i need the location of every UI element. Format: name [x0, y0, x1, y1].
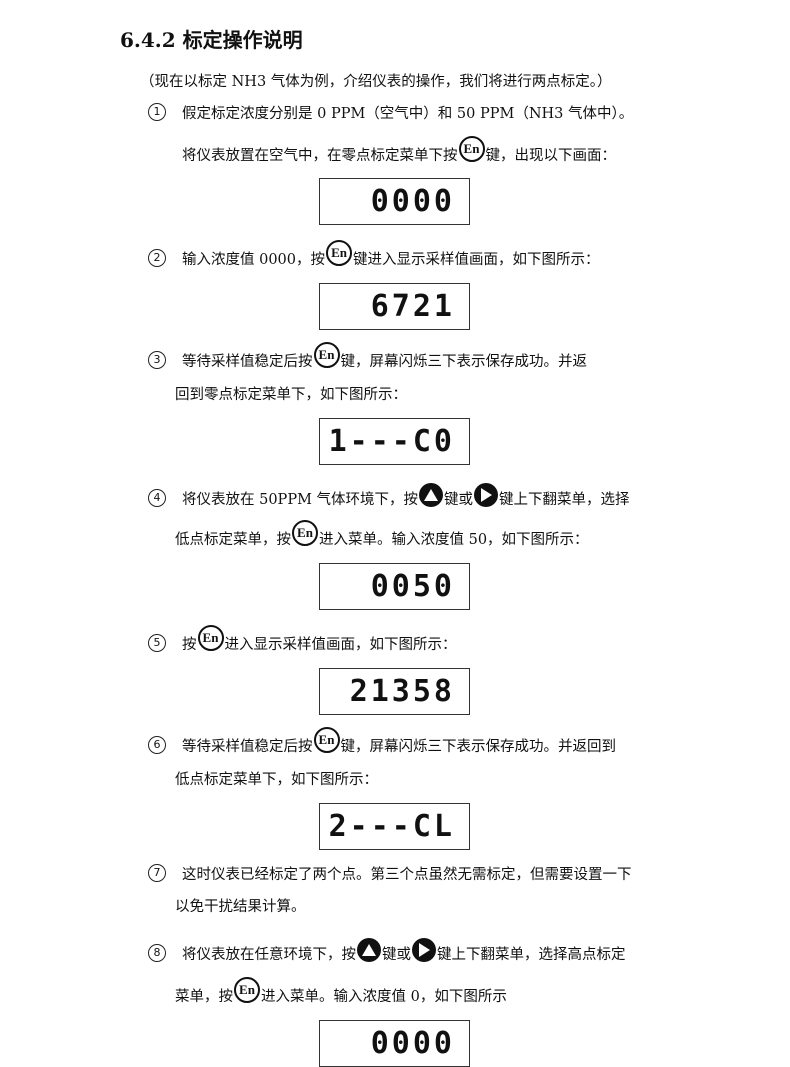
down-key-icon: [474, 483, 499, 507]
step-8: 8 将仪表放在任意环境下，按 键或 键上下翻菜单，选择高点标定: [148, 938, 626, 967]
text: 进入菜单。输入浓度值 0，如下图所示: [261, 988, 507, 1005]
lcd-display: 21358: [319, 668, 470, 715]
paragraph-line: 回到零点标定菜单下，如下图所示：: [175, 379, 407, 407]
text: 按: [182, 636, 197, 653]
text: 键上下翻菜单，选择: [499, 491, 630, 508]
en-key-icon: En: [234, 977, 260, 1003]
down-key-icon: [412, 938, 436, 962]
text: 键进入显示采样值画面，如下图所示：: [353, 251, 600, 268]
text: 进入菜单。输入浓度值 50，如下图所示：: [319, 531, 589, 548]
text: 等待采样值稳定后按: [182, 353, 313, 370]
step-number: 8: [148, 944, 166, 962]
step-1: 1 假定标定浓度分别是 0 PPM（空气中）和 50 PPM（NH3 气体中）。: [148, 98, 633, 126]
step-number: 2: [148, 249, 166, 267]
lcd-value: 1---C0: [328, 424, 455, 459]
text: 键或: [382, 946, 411, 963]
text: 将仪表放在 50PPM 气体环境下，按: [182, 491, 419, 508]
text: 低点标定菜单下，如下图所示：: [175, 771, 378, 788]
text: 输入浓度值 0000，按: [182, 251, 326, 268]
up-key-icon: [357, 938, 381, 962]
text: 假定标定浓度分别是 0 PPM（空气中）和 50 PPM（NH3 气体中）。: [182, 105, 634, 122]
section-title: 6.4.2 标定操作说明: [120, 28, 303, 52]
lcd-display: 0000: [319, 1020, 470, 1067]
lcd-value: 21358: [349, 674, 455, 709]
up-key-icon: [419, 483, 444, 507]
text: 回到零点标定菜单下，如下图所示：: [175, 386, 407, 403]
step-number: 3: [148, 351, 166, 369]
en-key-icon: En: [326, 240, 353, 266]
lcd-value: 0000: [370, 184, 455, 219]
step-number: 5: [148, 634, 166, 652]
en-key-icon: En: [197, 625, 224, 651]
lcd-value: 0050: [370, 569, 455, 604]
en-key-icon: En: [313, 342, 340, 368]
text: 将仪表放在任意环境下，按: [182, 946, 356, 963]
step-7: 7 这时仪表已经标定了两个点。第三个点虽然无需标定，但需要设置一下: [148, 859, 632, 887]
paragraph-line: （现在以标定 NH3 气体为例，介绍仪表的操作，我们将进行两点标定。）: [140, 66, 612, 94]
en-key-icon: En: [292, 520, 318, 546]
text: 键，屏幕闪烁三下表示保存成功。并返回到: [340, 738, 617, 755]
lcd-display: 0000: [319, 178, 470, 225]
text: 低点标定菜单，按: [175, 531, 291, 548]
text: 键或: [444, 491, 474, 508]
lcd-display: 6721: [319, 283, 470, 330]
text: 等待采样值稳定后按: [182, 738, 313, 755]
step-number: 7: [148, 864, 166, 882]
text: 键，出现以下画面：: [485, 147, 617, 164]
step-number: 1: [148, 103, 166, 121]
step-number: 6: [148, 736, 166, 754]
en-key-icon: En: [458, 136, 485, 162]
text: 进入显示采样值画面，如下图所示：: [224, 636, 457, 653]
text: 键，屏幕闪烁三下表示保存成功。并返: [340, 353, 588, 370]
text: 键上下翻菜单，选择高点标定: [437, 946, 626, 963]
lcd-value: 2---CL: [328, 809, 455, 844]
lcd-display: 1---C0: [319, 418, 470, 465]
en-key-icon: En: [313, 727, 340, 753]
text: （现在以标定 NH3 气体为例，介绍仪表的操作，我们将进行两点标定。）: [140, 73, 612, 90]
lcd-value: 6721: [370, 289, 455, 324]
step-number: 4: [148, 489, 166, 507]
text: 将仪表放置在空气中，在零点标定菜单下按: [182, 147, 458, 164]
step-4: 4 将仪表放在 50PPM 气体环境下，按 键或 键上下翻菜单，选择: [148, 483, 630, 512]
lcd-display: 0050: [319, 563, 470, 610]
text: 以免干扰结果计算。: [175, 898, 306, 915]
paragraph-line: 低点标定菜单下，如下图所示：: [175, 764, 378, 792]
lcd-value: 0000: [370, 1026, 455, 1061]
lcd-display: 2---CL: [319, 803, 470, 850]
text: 这时仪表已经标定了两个点。第三个点虽然无需标定，但需要设置一下: [182, 866, 632, 883]
paragraph-line: 以免干扰结果计算。: [175, 891, 306, 919]
text: 菜单，按: [175, 988, 233, 1005]
